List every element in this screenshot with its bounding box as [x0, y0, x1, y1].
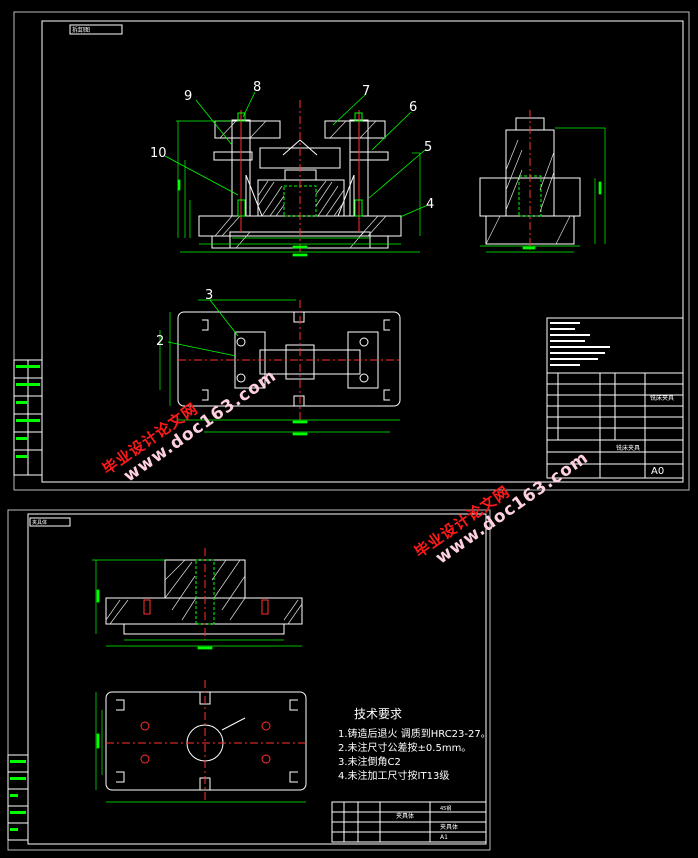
- sheet2-title-block: 夹具体 45钢 夹具体 A1 夹具体: [32, 519, 487, 843]
- sheet2-part-name: 夹具体: [396, 812, 414, 820]
- sheet2-part-name-2: 夹具体: [440, 823, 458, 831]
- sheet1-title-block: [546, 317, 684, 479]
- balloon-6: 6: [409, 100, 417, 115]
- balloon-8: 8: [253, 80, 261, 95]
- sheet1-header-tag: 拆卸图: [72, 26, 90, 34]
- sheet2-outer-border: [7, 509, 491, 851]
- sheet1-side-strip: [13, 359, 43, 476]
- top-view: [159, 299, 401, 436]
- side-view: [479, 110, 606, 253]
- tech-item-3: 3.未注倒角C2: [338, 757, 401, 768]
- balloon-3: 3: [205, 288, 213, 303]
- body-top-view: [95, 680, 307, 803]
- sheet1-scale-label: 铣床夹具: [650, 394, 674, 402]
- balloon-10: 10: [150, 146, 167, 161]
- tech-item-2: 2.未注尺寸公差按±0.5mm。: [338, 743, 472, 754]
- sheet-2: 夹具体 45钢 夹具体 A1 夹具体: [7, 509, 491, 851]
- sheet2-header-tag: 夹具体: [32, 519, 47, 526]
- sheet1-size: A0: [651, 466, 664, 477]
- sheet1-balloon-labels: 9 8 7 6 10 5 4 3 2 拆卸图 铣床夹具 铣床夹具 A0: [72, 26, 674, 477]
- sheet-1: 9 8 7 6 10 5 4 3 2 拆卸图 铣床夹具 铣床夹具 A0: [13, 11, 690, 491]
- sheet2-size: A1: [440, 834, 448, 841]
- sheet2-side-strip: [7, 754, 29, 841]
- balloon-4: 4: [426, 197, 434, 212]
- sheet1-drawing-name: 铣床夹具: [616, 444, 640, 452]
- tech-item-1: 1.铸造后退火 调质到HRC23-27。: [338, 729, 491, 740]
- sheet2-header-box: [29, 517, 71, 527]
- balloon-5: 5: [424, 140, 432, 155]
- balloon-7: 7: [362, 84, 370, 99]
- tech-requirements: 技术要求 1.铸造后退火 调质到HRC23-27。 2.未注尺寸公差按±0.5m…: [338, 705, 491, 784]
- sheet2-inner-border: [27, 513, 487, 845]
- front-view-assembly: [198, 100, 402, 252]
- sheet1-header-box: [69, 24, 123, 35]
- sheet2-material: 45钢: [440, 805, 451, 812]
- tech-item-4: 4.未注加工尺寸按IT13级: [338, 771, 450, 782]
- body-section-view: [92, 548, 303, 650]
- balloon-9: 9: [184, 89, 192, 104]
- sheet1-inner-border: [41, 20, 684, 483]
- front-view-leaders: [164, 91, 429, 218]
- tech-title: 技术要求: [354, 707, 403, 721]
- balloon-2: 2: [156, 334, 164, 349]
- front-view-dimensions: [176, 120, 421, 257]
- sheet1-outer-border: [13, 11, 690, 491]
